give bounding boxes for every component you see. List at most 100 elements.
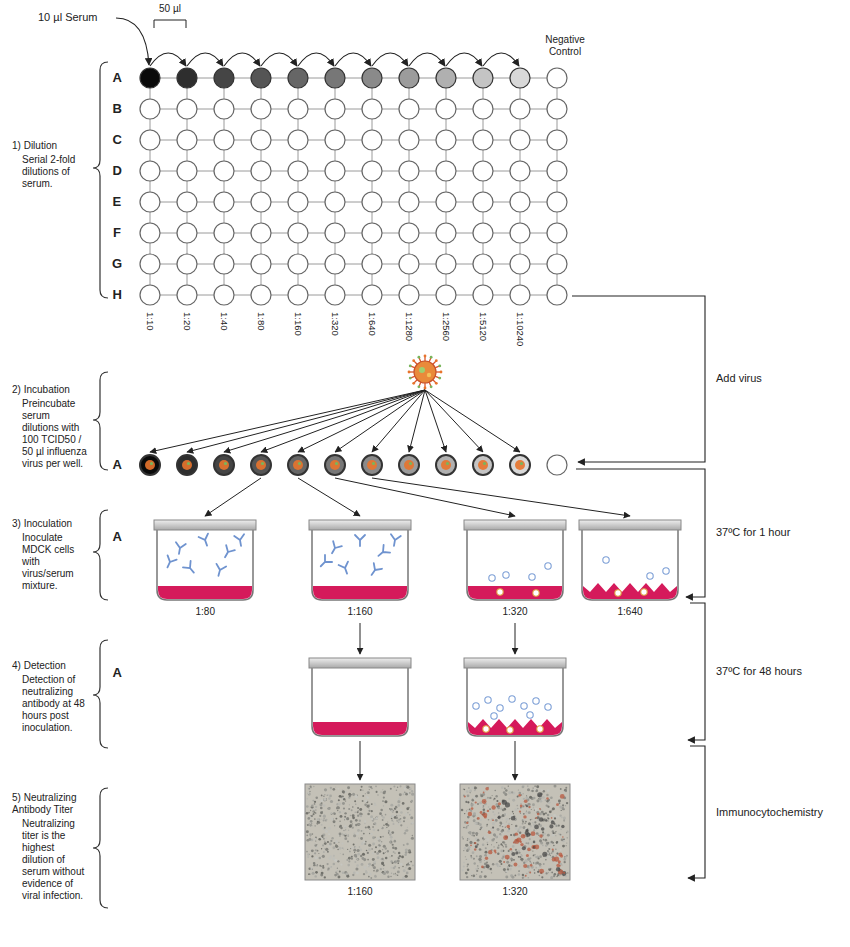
micrograph-texture (355, 819, 358, 822)
micrograph-texture (550, 797, 552, 799)
micrograph-texture (473, 858, 474, 859)
virus-mix (330, 460, 340, 470)
infected-cell (485, 857, 488, 860)
micrograph-texture (513, 859, 515, 861)
micrograph-texture (364, 803, 367, 806)
culture-well (464, 658, 566, 736)
micrograph-texture (377, 837, 380, 840)
micrograph-texture (409, 862, 411, 864)
micrograph-texture (508, 785, 509, 786)
micrograph-texture (398, 820, 401, 823)
micrograph-texture (392, 847, 394, 849)
micrograph-texture (362, 853, 365, 856)
micrograph-texture (484, 860, 485, 861)
micrograph-texture (390, 876, 391, 877)
plate-well (510, 68, 530, 88)
micrograph-texture (315, 849, 317, 851)
infected-cell (539, 817, 543, 821)
micrograph-texture (475, 795, 478, 798)
micrograph-texture (335, 818, 337, 820)
micrograph-texture (486, 825, 487, 826)
micrograph-texture (412, 835, 414, 837)
micrograph-texture (541, 876, 543, 878)
virus-spike (435, 382, 438, 385)
antibody (234, 534, 246, 547)
micrograph-texture (334, 859, 337, 862)
plate-well (140, 223, 160, 243)
micrograph-texture (338, 876, 341, 879)
micrograph-texture (311, 815, 313, 817)
plate-well (510, 99, 530, 119)
micrograph-texture (370, 815, 373, 818)
micrograph-texture (354, 858, 356, 860)
dilution-label: 1:2560 (440, 312, 451, 341)
micrograph-texture (312, 810, 315, 813)
micrograph-texture (324, 827, 326, 829)
micrograph-texture (361, 835, 362, 836)
micrograph-texture (534, 872, 536, 874)
micrograph-texture (409, 792, 410, 793)
micrograph-texture (465, 801, 467, 803)
step-brace (93, 62, 108, 298)
infected-cell (524, 799, 528, 803)
micrograph-texture (356, 864, 359, 867)
micrograph-texture (339, 795, 342, 798)
micrograph-texture (347, 835, 349, 837)
micrograph-texture (505, 845, 507, 847)
micrograph-texture (382, 819, 384, 821)
plate-well (288, 161, 308, 181)
micrograph-texture (403, 820, 405, 822)
virus-mix (182, 460, 192, 470)
micrograph-texture (543, 790, 545, 792)
micrograph-texture (396, 820, 398, 822)
micrograph-texture (389, 832, 391, 834)
micrograph-texture (364, 843, 366, 845)
well-body (312, 530, 408, 600)
cell-monolayer (313, 586, 407, 599)
micrograph-texture (346, 859, 348, 861)
micrograph-texture (361, 830, 363, 832)
micrograph-texture (373, 818, 375, 820)
micrograph-texture (383, 845, 386, 848)
micrograph-texture (486, 838, 489, 841)
micrograph-texture (491, 828, 492, 829)
virus-body (427, 373, 431, 377)
micrograph-texture (322, 855, 325, 858)
infected-cell (514, 839, 519, 844)
micrograph-texture (525, 811, 528, 814)
micrograph-texture (545, 845, 546, 846)
micrograph-texture (567, 837, 568, 838)
timeline-bracket (688, 746, 705, 878)
micrograph-texture (385, 814, 387, 816)
infected-cell (511, 816, 516, 821)
transfer-arrow (205, 478, 261, 516)
plate-well (177, 68, 197, 88)
micrograph-texture (327, 794, 329, 796)
infected-cell (480, 811, 483, 814)
micrograph-texture (529, 796, 532, 799)
micrograph-texture (357, 858, 359, 860)
micrograph-texture (310, 836, 311, 837)
micrograph-texture (325, 848, 328, 851)
micrograph-texture (339, 847, 342, 850)
micrograph-texture (500, 843, 502, 845)
infected-cell (498, 802, 501, 805)
micrograph-texture (483, 809, 485, 811)
micrograph-texture (552, 807, 555, 810)
micrograph-texture (512, 811, 514, 813)
micrograph-texture (323, 798, 326, 801)
micrograph-texture (342, 790, 345, 793)
micrograph-texture (367, 826, 370, 829)
plate-well (288, 99, 308, 119)
micrograph-texture (488, 806, 489, 807)
micrograph-texture (561, 838, 564, 841)
dilution-label: 1:640 (366, 312, 377, 336)
micrograph-texture (475, 823, 476, 824)
micrograph-texture (479, 875, 482, 878)
micrograph-texture (334, 874, 337, 877)
micrograph-texture (467, 864, 469, 866)
micrograph-texture (503, 791, 506, 794)
micrograph-texture (368, 871, 369, 872)
infected-cell (494, 849, 497, 852)
grid-line (150, 295, 557, 296)
